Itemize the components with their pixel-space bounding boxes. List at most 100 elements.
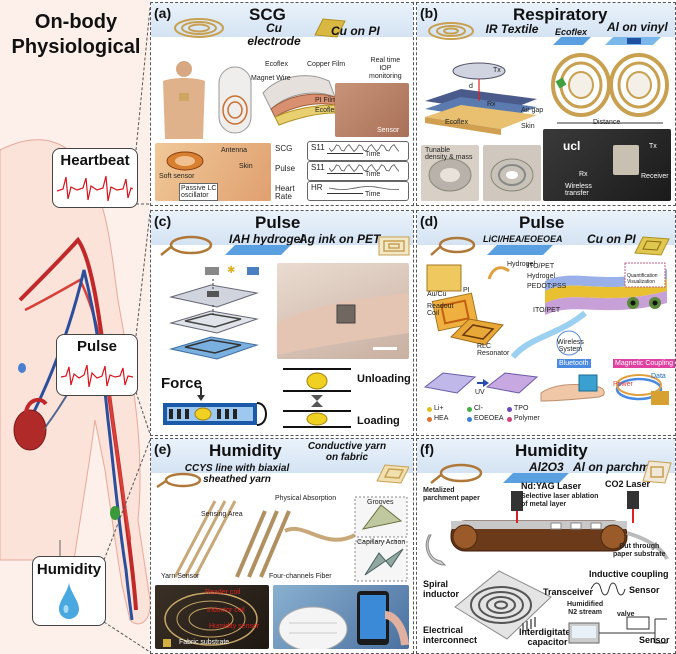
label-aucu: Au/Cu: [427, 291, 447, 298]
label-transceiver: Transceiver: [543, 587, 594, 597]
panel-d-material-2: Cu on PI: [587, 232, 636, 246]
exploded-layers: ✱: [169, 265, 259, 360]
signal-row-wave: [329, 144, 399, 153]
ucl-logo: ucl: [563, 139, 581, 153]
al2o3-sheet-icon: [503, 473, 569, 483]
panel-c-header: [151, 211, 413, 245]
al-vinyl-sheet-icon: [605, 37, 661, 45]
coil-disc: [490, 158, 534, 192]
unloading-label: Unloading: [357, 373, 411, 385]
panel-c-material-2: Ag ink on PET: [299, 232, 381, 246]
label-tx2: Tx: [649, 143, 657, 150]
panel-f-material-2: Al on parchment: [573, 460, 668, 474]
label-skin: Skin: [239, 163, 253, 170]
wrist-sensor-photo-overlay: [277, 293, 409, 355]
label-power: Power: [613, 381, 633, 388]
label-grooves: Grooves: [367, 499, 394, 506]
monitoring-text: monitoring: [369, 73, 402, 80]
receiver-photo: [543, 129, 671, 201]
heartbeat-label: Heartbeat: [60, 152, 130, 169]
label-four: Four-channels Fiber: [269, 573, 332, 580]
label-yarn: Yarn Sensor: [161, 573, 200, 580]
label-selective: Selective laser ablation of metal layer: [521, 493, 598, 509]
label-ecoflex: Ecoflex: [265, 61, 288, 68]
legend-label: Polymer: [514, 415, 540, 422]
label-wireless: Wireless transfer: [565, 183, 592, 197]
cu-pi-coil-icon: [634, 236, 670, 256]
label-humidified: Humidified N2 stream: [567, 601, 603, 617]
paper-sub-text: paper substrate: [613, 551, 666, 558]
interdigitated-text: Interdigitated: [519, 627, 577, 637]
label-wireless-d: Wireless System: [557, 339, 584, 353]
signal-row-name: SCG: [275, 144, 293, 153]
eye-icons: [627, 297, 661, 309]
label-pedot: PEDOT:PSS: [527, 283, 567, 290]
legend-label: HEA: [434, 415, 449, 422]
signal-row-sig: S11: [311, 143, 325, 152]
label-sensing: Sensing Area: [201, 511, 243, 518]
yarn-coil-icon: [156, 472, 202, 489]
torso-figure: [163, 61, 205, 139]
panel-f-title: Humidity: [515, 441, 588, 460]
panel-b-label: (b): [420, 5, 438, 21]
panel-c: (c) Pulse IAH hydrogel Ag ink on PET ✱ F…: [150, 210, 414, 436]
label-receiver: Receiver: [641, 173, 669, 180]
label-hydrogel-d: Hydrogel: [507, 261, 536, 268]
tunable-disc: [428, 158, 472, 192]
distance-coils: [551, 53, 669, 124]
panel-b-material-3: Al on vinyl: [607, 20, 668, 34]
label-hydrogel2: Hydrogel: [527, 273, 556, 280]
label-magnet-wire: Magnet Wire: [251, 75, 291, 82]
cut-text: Cut through: [619, 543, 660, 550]
panel-e-material-1: CCYS line with biaxial sheathed yarn: [184, 463, 290, 485]
aorta: [24, 397, 48, 413]
label-tunable: Tunable density & mass: [425, 147, 472, 161]
passive-lc-text: Passive LC: [181, 185, 217, 192]
label-reader-coil: Reader coil: [205, 589, 241, 596]
label-valve: valve: [617, 611, 635, 618]
fabric-photo: [155, 585, 269, 649]
label-cut: Cut through paper substrate: [613, 543, 666, 559]
label-itopet2: ITO/PET: [533, 307, 561, 314]
pulse-signal: [61, 364, 133, 388]
tunable-text: Tunable: [425, 147, 451, 154]
label-tx: Tx: [493, 67, 501, 74]
gas-flow-setup: [568, 616, 667, 644]
legend-dot: [427, 407, 432, 412]
panel-d-material-1: LiCl/HEA/EOEOEA: [483, 234, 563, 244]
label-ndyag: Nd:YAG Laser: [521, 481, 582, 491]
coil-icon: [174, 18, 224, 38]
label-bluetooth: Bluetooth: [557, 359, 591, 368]
label-air-gap: Air gap: [521, 107, 544, 114]
label-passive-lc: Passive LC oscillator: [179, 183, 219, 201]
respiratory-layer-diagram: [425, 62, 537, 135]
cu-pi-sheet-icon: [314, 18, 346, 38]
panel-d-label: (d): [420, 213, 438, 229]
load-state-diagram: [283, 368, 351, 428]
label-sensor: Sensor: [377, 127, 400, 134]
capacitor-text: capacitor: [527, 637, 568, 647]
main-title-line1: On-body: [34, 11, 118, 33]
panel-a-material-2: Cu on PI: [331, 24, 380, 38]
label-quant: Quantification: [627, 273, 658, 279]
heartbeat-signal: [57, 175, 133, 202]
panel-f-header: [417, 439, 675, 473]
heart-shape: [13, 409, 47, 451]
interconnect-text: interconnect: [423, 635, 478, 645]
legend-label: Cl-: [474, 405, 483, 412]
label-ecoflex-layer: Ecoflex: [445, 119, 468, 126]
wireless-text: Wireless: [565, 183, 592, 190]
yarn-structure-diagram: [173, 496, 408, 582]
panel-e-material-2: Conductive yarn on fabric: [307, 441, 387, 463]
vein-line: [28, 269, 134, 621]
laser-conveyor-diagram: [425, 491, 669, 566]
label-antenna: Antenna: [221, 147, 248, 154]
label-pi-d: PI: [463, 287, 470, 294]
loop-coil-icon-f: [430, 463, 483, 484]
force-tube-diagram: [163, 387, 267, 426]
panel-a: (a) SCG Cu electrode Cu on PI Ecoflex Ma…: [150, 2, 414, 206]
signal-row-axis: [327, 153, 363, 154]
hydrogel-ribbon: [487, 266, 510, 280]
spiral-inductor-diagram: [454, 570, 552, 640]
panel-b-title: Respiratory: [513, 5, 608, 24]
